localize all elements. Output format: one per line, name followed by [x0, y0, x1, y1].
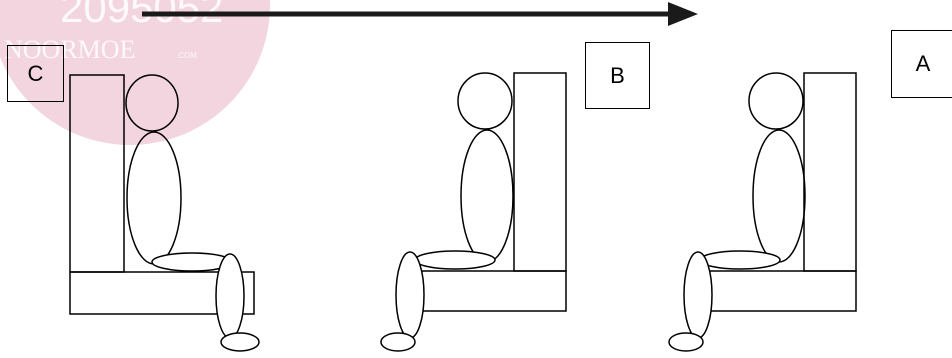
foot-c: [221, 333, 259, 351]
thigh-a: [700, 251, 780, 269]
thigh-b: [415, 251, 495, 269]
seat-b: [410, 271, 566, 311]
torso-b: [461, 130, 513, 262]
label-c: C: [7, 45, 64, 102]
backrest-a: [804, 73, 856, 271]
backrest-c: [70, 75, 124, 272]
figure-a: [669, 73, 856, 351]
torso-c: [127, 132, 181, 264]
seat-a: [700, 271, 856, 311]
direction-arrow: [142, 2, 698, 26]
shin-c: [216, 254, 244, 338]
figure-c: [70, 75, 259, 351]
backrest-b: [514, 73, 566, 271]
shin-a: [684, 252, 712, 338]
figure-b: [381, 73, 566, 351]
shin-b: [396, 252, 424, 338]
label-b: B: [585, 42, 650, 109]
label-a: A: [891, 30, 952, 98]
head-a: [749, 73, 803, 129]
head-c: [126, 75, 178, 131]
foot-b: [381, 333, 415, 351]
foot-a: [669, 333, 703, 351]
torso-a: [753, 130, 805, 262]
head-b: [458, 73, 512, 129]
